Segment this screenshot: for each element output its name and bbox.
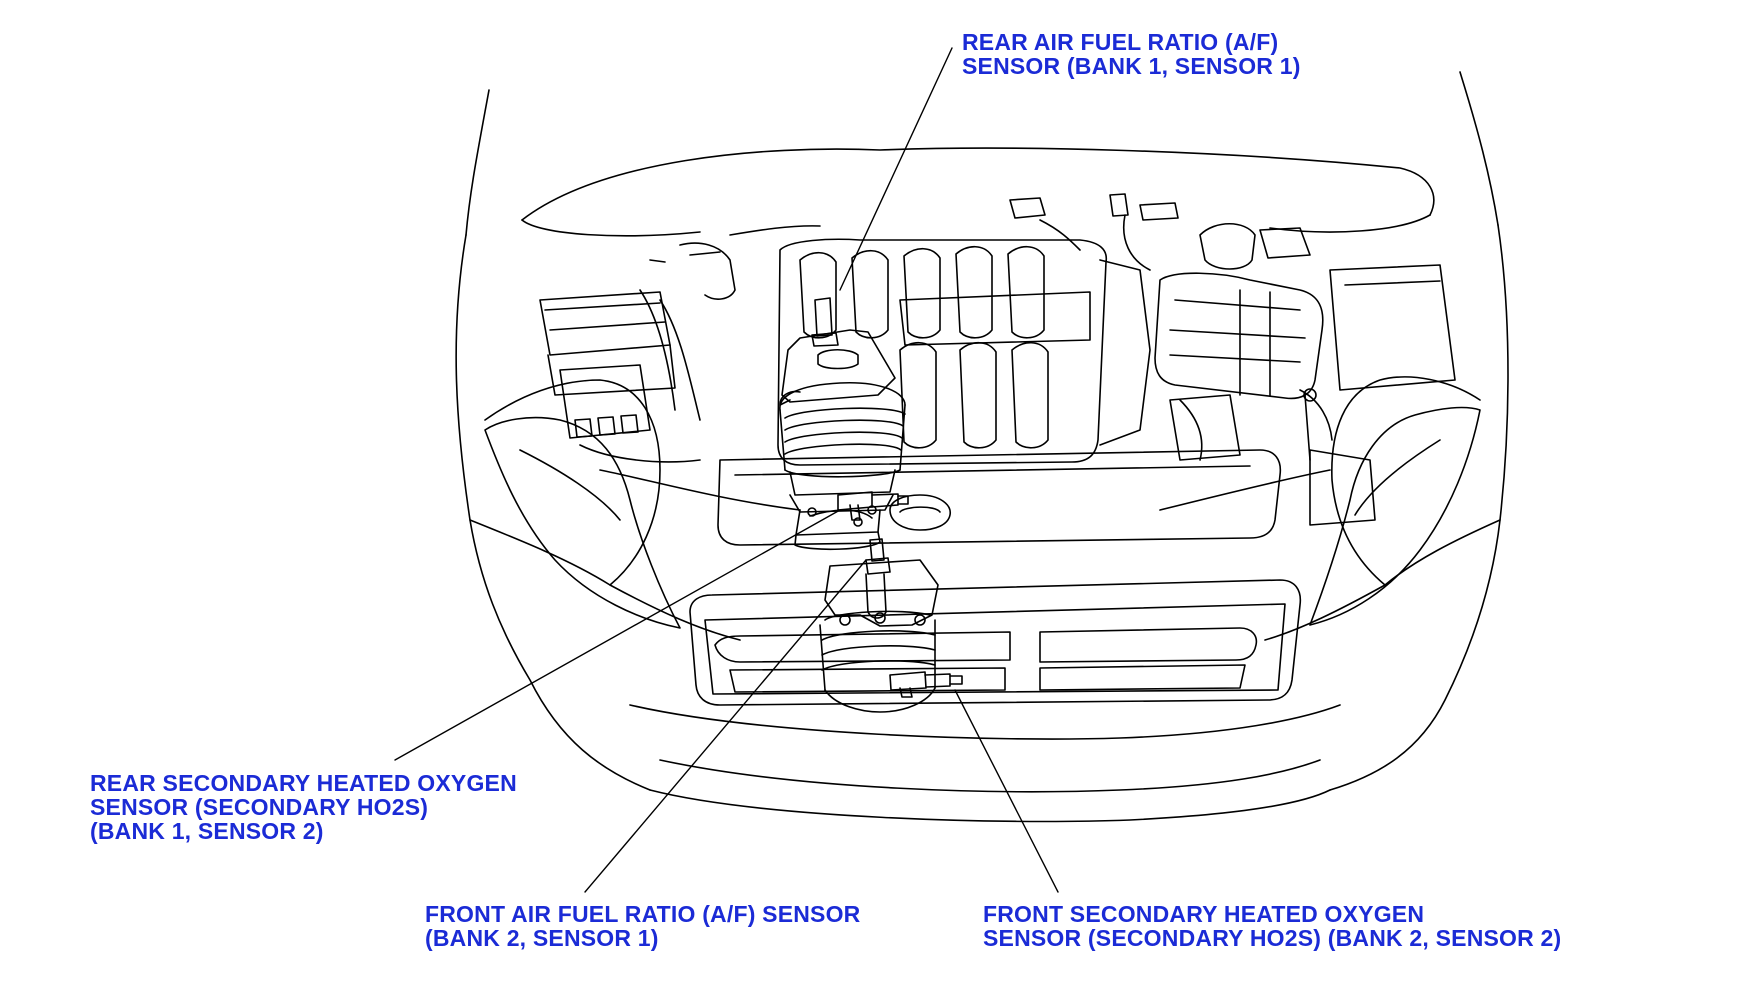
fuse-box <box>539 291 701 463</box>
label-front-secondary-ho2s: FRONT SECONDARY HEATED OXYGEN SENSOR (SE… <box>983 902 1561 950</box>
leader-lines <box>394 47 1059 893</box>
label-front-af-sensor-line1: FRONT AIR FUEL RATIO (A/F) SENSOR <box>425 901 861 927</box>
front-grille <box>689 579 1302 706</box>
label-front-secondary-ho2s-line1: FRONT SECONDARY HEATED OXYGEN <box>983 901 1425 927</box>
headlights <box>484 406 1481 629</box>
label-rear-secondary-ho2s-line1: REAR SECONDARY HEATED OXYGEN <box>90 770 517 796</box>
label-rear-af-sensor: REAR AIR FUEL RATIO (A/F) SENSOR (BANK 1… <box>962 30 1301 78</box>
hoses-and-brackets <box>639 193 1333 461</box>
label-rear-af-sensor-line2: SENSOR (BANK 1, SENSOR 1) <box>962 53 1301 79</box>
intake-manifold <box>777 238 1151 466</box>
air-intake <box>1154 223 1456 461</box>
label-rear-secondary-ho2s-line2: SENSOR (SECONDARY HO2S) <box>90 794 429 820</box>
rear-secondary-ho2s <box>837 491 909 527</box>
leader-line-rear-af <box>839 47 953 291</box>
car-body <box>455 224 1509 823</box>
open-hood <box>465 71 1499 237</box>
label-front-af-sensor: FRONT AIR FUEL RATIO (A/F) SENSOR (BANK … <box>425 902 861 950</box>
label-rear-af-sensor-line1: REAR AIR FUEL RATIO (A/F) <box>962 29 1279 55</box>
leader-line-rear-ho2s <box>394 509 841 761</box>
label-front-secondary-ho2s-line2: SENSOR (SECONDARY HO2S) (BANK 2, SENSOR … <box>983 925 1562 951</box>
label-rear-secondary-ho2s: REAR SECONDARY HEATED OXYGEN SENSOR (SEC… <box>90 771 517 843</box>
leader-line-front-ho2s <box>954 689 1059 893</box>
front-secondary-ho2s <box>889 671 963 698</box>
leader-line-front-af <box>584 559 867 893</box>
front-catalytic-converter <box>819 538 939 713</box>
label-rear-secondary-ho2s-line3: (BANK 1, SENSOR 2) <box>90 818 324 844</box>
rear-catalytic-converter <box>779 297 906 551</box>
label-front-af-sensor-line2: (BANK 2, SENSOR 1) <box>425 925 659 951</box>
